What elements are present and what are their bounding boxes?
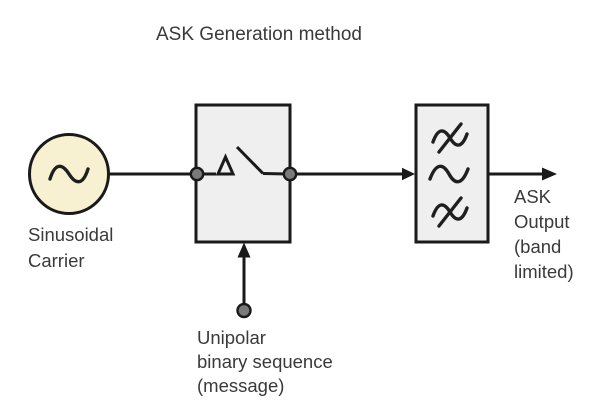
- filter-slash-top: [437, 122, 463, 154]
- filter-block: [414, 103, 490, 244]
- switch-output-node: [282, 166, 298, 182]
- sine-wave-icon: [48, 164, 90, 184]
- carrier-label: Sinusoidal Carrier: [28, 224, 114, 271]
- switch-arm: [235, 145, 265, 175]
- arrowhead-output: [542, 167, 557, 181]
- message-label: Unipolar binary sequence (message): [197, 327, 333, 396]
- diagram-title: ASK Generation method: [156, 24, 362, 45]
- arrowhead-into-filter: [402, 167, 415, 181]
- switch-input-node: [189, 166, 205, 182]
- arrowhead-message-input: [237, 242, 251, 258]
- switch-contact-triangle: [215, 153, 236, 176]
- message-input-node: [236, 302, 252, 319]
- bandpass-filter-icon: [428, 122, 470, 228]
- output-label: ASK Output (band limited): [514, 186, 574, 282]
- filter-wave-middle: [428, 164, 470, 184]
- filter-slash-bottom: [437, 196, 463, 228]
